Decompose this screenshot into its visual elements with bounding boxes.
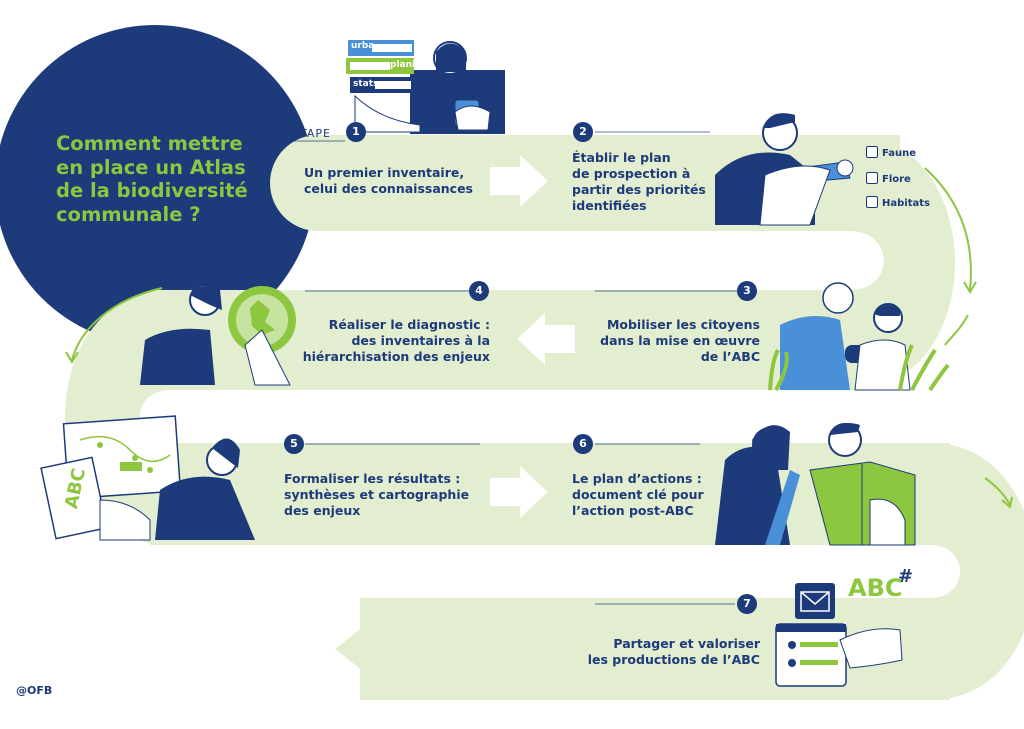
step-6-text: Le plan d’actions : document clé pour l’… bbox=[572, 471, 704, 518]
guide-lines bbox=[292, 131, 737, 605]
flow-arrows bbox=[490, 155, 575, 518]
checklist-flore: Flore bbox=[866, 172, 911, 185]
credit: @OFB bbox=[16, 684, 53, 697]
page-title: Comment mettre en place un Atlas de la b… bbox=[56, 132, 248, 226]
checklist-faune: Faune bbox=[866, 146, 916, 159]
illustration-diagnostic bbox=[140, 284, 296, 386]
illustration-action-plan bbox=[715, 422, 916, 546]
book-label-planif: planif bbox=[390, 60, 420, 70]
step-1-text: Un premier inventaire, celui des connais… bbox=[304, 165, 473, 196]
step-4-text: Réaliser le diagnostic : des inventaires… bbox=[302, 317, 490, 364]
step-2-badge: 2 bbox=[573, 122, 593, 142]
step-5-text: Formaliser les résultats : synthèses et … bbox=[284, 471, 470, 518]
abc-letters-label: ABC bbox=[848, 574, 903, 602]
step-5-badge: 5 bbox=[284, 434, 304, 454]
step-2-text: Établir le plan de prospection à partir … bbox=[572, 150, 706, 213]
step-7-badge: 7 bbox=[737, 594, 757, 614]
side-arrows bbox=[65, 167, 1013, 509]
book-label-stats: stats bbox=[353, 79, 379, 89]
illustration-sharing bbox=[775, 583, 903, 687]
illustration-books bbox=[346, 40, 505, 134]
step-6-badge: 6 bbox=[573, 434, 593, 454]
step-7-text: Partager et valoriser les productions de… bbox=[587, 636, 760, 667]
title-circle bbox=[0, 25, 315, 345]
etape-label: ÉTAPE bbox=[292, 127, 331, 140]
step-3-text: Mobiliser les citoyens dans la mise en œ… bbox=[600, 317, 760, 364]
illustration-map bbox=[40, 415, 255, 541]
checklist-habitats: Habitats bbox=[866, 196, 930, 209]
illustration-citizens bbox=[768, 282, 950, 392]
hash-symbol: # bbox=[898, 566, 914, 587]
step-4-badge: 4 bbox=[469, 281, 489, 301]
illustration-planner bbox=[715, 113, 854, 226]
book-label-urba: urba bbox=[351, 41, 375, 51]
step-1-badge: 1 bbox=[346, 122, 366, 142]
step-3-badge: 3 bbox=[737, 281, 757, 301]
